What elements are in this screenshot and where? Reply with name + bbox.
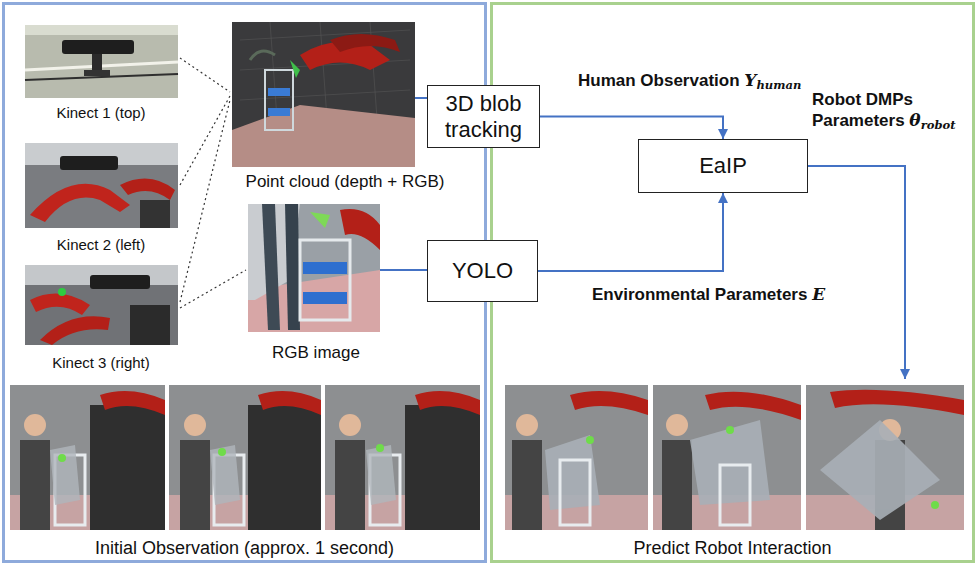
point-cloud-image	[232, 22, 415, 167]
box-label: YOLO	[452, 258, 513, 283]
output-label: Robot DMPs Parameters θrobot	[812, 90, 972, 134]
label-part: Robot DMPs Parameters	[812, 90, 913, 130]
prediction-photos	[505, 385, 964, 530]
process-box: EaIP	[638, 139, 808, 193]
math-subscript: human	[756, 78, 801, 92]
panel-caption: Predict Robot Interaction	[493, 538, 972, 559]
photo-caption: Kinect 2 (left)	[57, 236, 145, 253]
kinect-photo	[25, 265, 178, 345]
connector-arrow	[538, 193, 723, 271]
edge-label: Human Observation Yhuman	[578, 70, 801, 92]
math-symbol: θ	[909, 110, 920, 130]
observation-photos	[10, 385, 480, 530]
output-arrow	[808, 166, 905, 379]
connector-arrow	[540, 117, 723, 140]
box-label: EaIP	[699, 153, 747, 178]
photo-caption: Kinect 1 (top)	[56, 104, 145, 121]
panel-region: Initial Observation (approx. 1 second)	[2, 2, 487, 563]
math-symbol: Y	[744, 70, 756, 90]
math-subscript: robot	[921, 119, 956, 133]
rgb-image	[248, 204, 380, 332]
photo-caption: Point cloud (depth + RGB)	[246, 172, 445, 192]
label-part: Environmental Parameters	[592, 285, 812, 304]
edge-label: Environmental Parameters E	[592, 284, 825, 305]
link-line	[380, 269, 427, 271]
process-box: YOLO	[427, 240, 538, 302]
box-label: 3D blob tracking	[434, 91, 533, 142]
panel-caption: Initial Observation (approx. 1 second)	[5, 538, 484, 559]
photo-caption: RGB image	[272, 343, 360, 363]
leader-line	[180, 58, 246, 308]
photo-caption: Kinect 3 (right)	[52, 354, 150, 371]
kinect-photo	[25, 143, 178, 228]
label-part: Human Observation	[578, 71, 744, 90]
process-box: 3D blob tracking	[427, 85, 540, 148]
link-line	[415, 97, 427, 99]
kinect-photo	[25, 25, 178, 98]
math-symbol: E	[812, 284, 825, 304]
